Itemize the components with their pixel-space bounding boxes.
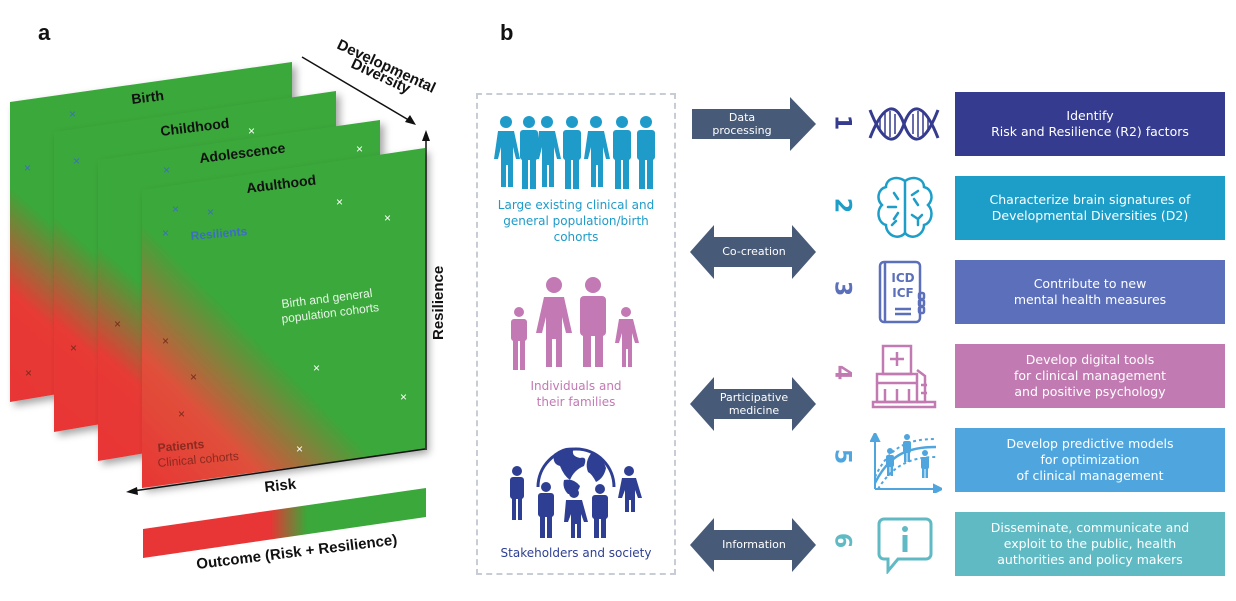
- cohort-caption-large-existing: Large existing clinical and general popu…: [476, 197, 676, 245]
- family-icon: [511, 277, 639, 370]
- marker-dark: ×: [190, 370, 197, 384]
- marker-white: ×: [384, 211, 391, 225]
- icf-text: ICF: [892, 286, 913, 300]
- caption-line: Individuals and: [530, 379, 622, 393]
- objective-number-3: 3: [829, 280, 855, 297]
- marker-white: ×: [248, 124, 255, 138]
- objective-text: Contribute to new mental health measures: [1013, 276, 1167, 307]
- arrow-data-processing: Data processing: [690, 97, 818, 151]
- marker-white: ×: [356, 142, 363, 156]
- outcome-gradient-bar: [143, 488, 426, 558]
- marker-blue: ×: [24, 161, 31, 175]
- objective-number-5: 5: [829, 448, 855, 465]
- marker-blue: ×: [73, 154, 80, 168]
- objective-box-2: Characterize brain signatures of Develop…: [955, 176, 1225, 240]
- objective-text: Characterize brain signatures of Develop…: [989, 192, 1191, 223]
- marker-white: ×: [296, 442, 303, 456]
- marker-blue: ×: [163, 163, 170, 177]
- hospital-icon: [871, 344, 937, 409]
- marker-blue: ×: [162, 226, 169, 240]
- arrow-co-creation: Co-creation: [690, 225, 818, 279]
- risk-axis: Risk: [126, 448, 426, 496]
- globe-people-icon: [510, 447, 642, 538]
- label-resilients: Resilients: [190, 224, 248, 243]
- panel-b-label: b: [500, 20, 514, 45]
- marker-blue: ×: [207, 205, 214, 219]
- cohort-caption-stakeholders: Stakeholders and society: [476, 545, 676, 561]
- caption-line: their families: [536, 395, 616, 409]
- sheet-adulthood: Adulthood × × × × × Resilients Birth and…: [142, 148, 425, 488]
- arrow-label: Participative medicine: [704, 391, 804, 417]
- label-patients: Patients: [157, 437, 205, 455]
- risk-resilience-diagram: Birth × × × Childhood × × × Adolescence …: [10, 36, 447, 573]
- objective-text: Identify Risk and Resilience (R2) factor…: [991, 108, 1189, 139]
- axis-label-risk: Risk: [264, 476, 298, 496]
- marker-white: ×: [400, 390, 407, 404]
- arrow-label: Co-creation: [722, 245, 786, 258]
- sheet-adulthood-plane: [142, 148, 425, 488]
- objective-box-4: Develop digital tools for clinical manag…: [955, 344, 1225, 408]
- objective-text: Develop digital tools for clinical manag…: [1013, 352, 1167, 399]
- objective-box-3: Contribute to new mental health measures: [955, 260, 1225, 324]
- caption-line: cohorts: [553, 230, 599, 244]
- arrow-label: Information: [722, 538, 786, 551]
- marker-blue: ×: [172, 202, 179, 216]
- arrow-label-line: Participative: [719, 391, 789, 404]
- objective-text: Develop predictive models for optimizati…: [1006, 436, 1174, 483]
- panel-a: a: [0, 0, 470, 601]
- marker-dark: ×: [25, 366, 32, 380]
- axis-label-resilience: Resilience: [430, 266, 447, 340]
- caption-line: Stakeholders and society: [500, 546, 652, 560]
- arrow-label: Data processing: [694, 111, 790, 137]
- objective-number-2: 2: [829, 197, 855, 214]
- marker-dark: ×: [70, 341, 77, 355]
- sheet-label-birth: Birth: [130, 87, 164, 107]
- panel-a-label: a: [38, 20, 51, 45]
- crowd-icon: [494, 116, 655, 189]
- objective-text: Disseminate, communicate and exploit to …: [990, 520, 1190, 567]
- arrow-label-line: processing: [712, 124, 772, 137]
- info-speech-bubble-icon: [877, 517, 933, 574]
- marker-dark: ×: [162, 334, 169, 348]
- marker-white: ×: [336, 195, 343, 209]
- objective-number-1: 1: [829, 114, 855, 131]
- objective-number-6: 6: [829, 532, 855, 549]
- resilience-axis: Resilience: [422, 130, 447, 450]
- outcome-bar: Outcome (Risk + Resilience): [143, 488, 426, 573]
- marker-dark: ×: [114, 317, 121, 331]
- icd-text: ICD: [891, 271, 914, 285]
- cohorts-box: [476, 93, 676, 575]
- marker-dark: ×: [178, 407, 185, 421]
- arrow-information: Information: [690, 518, 818, 572]
- dna-icon: [868, 107, 940, 141]
- arrow-label-line: Data: [728, 111, 756, 124]
- caption-line: general population/birth: [503, 214, 649, 228]
- objective-box-5: Develop predictive models for optimizati…: [955, 428, 1225, 492]
- marker-white: ×: [313, 361, 320, 375]
- arrow-participative-medicine: Participative medicine: [690, 377, 818, 431]
- objective-box-1: Identify Risk and Resilience (R2) factor…: [955, 92, 1225, 156]
- objective-box-6: Disseminate, communicate and exploit to …: [955, 512, 1225, 576]
- arrow-label-line: medicine: [728, 404, 780, 417]
- cohort-caption-individuals: Individuals and their families: [476, 378, 676, 410]
- marker-blue: ×: [69, 107, 76, 121]
- brain-icon: [877, 176, 933, 238]
- icd-icf-book-icon: ICD ICF: [878, 260, 926, 324]
- predictive-chart-icon: [870, 433, 942, 493]
- caption-line: Large existing clinical and: [497, 198, 655, 212]
- objective-number-4: 4: [829, 364, 855, 381]
